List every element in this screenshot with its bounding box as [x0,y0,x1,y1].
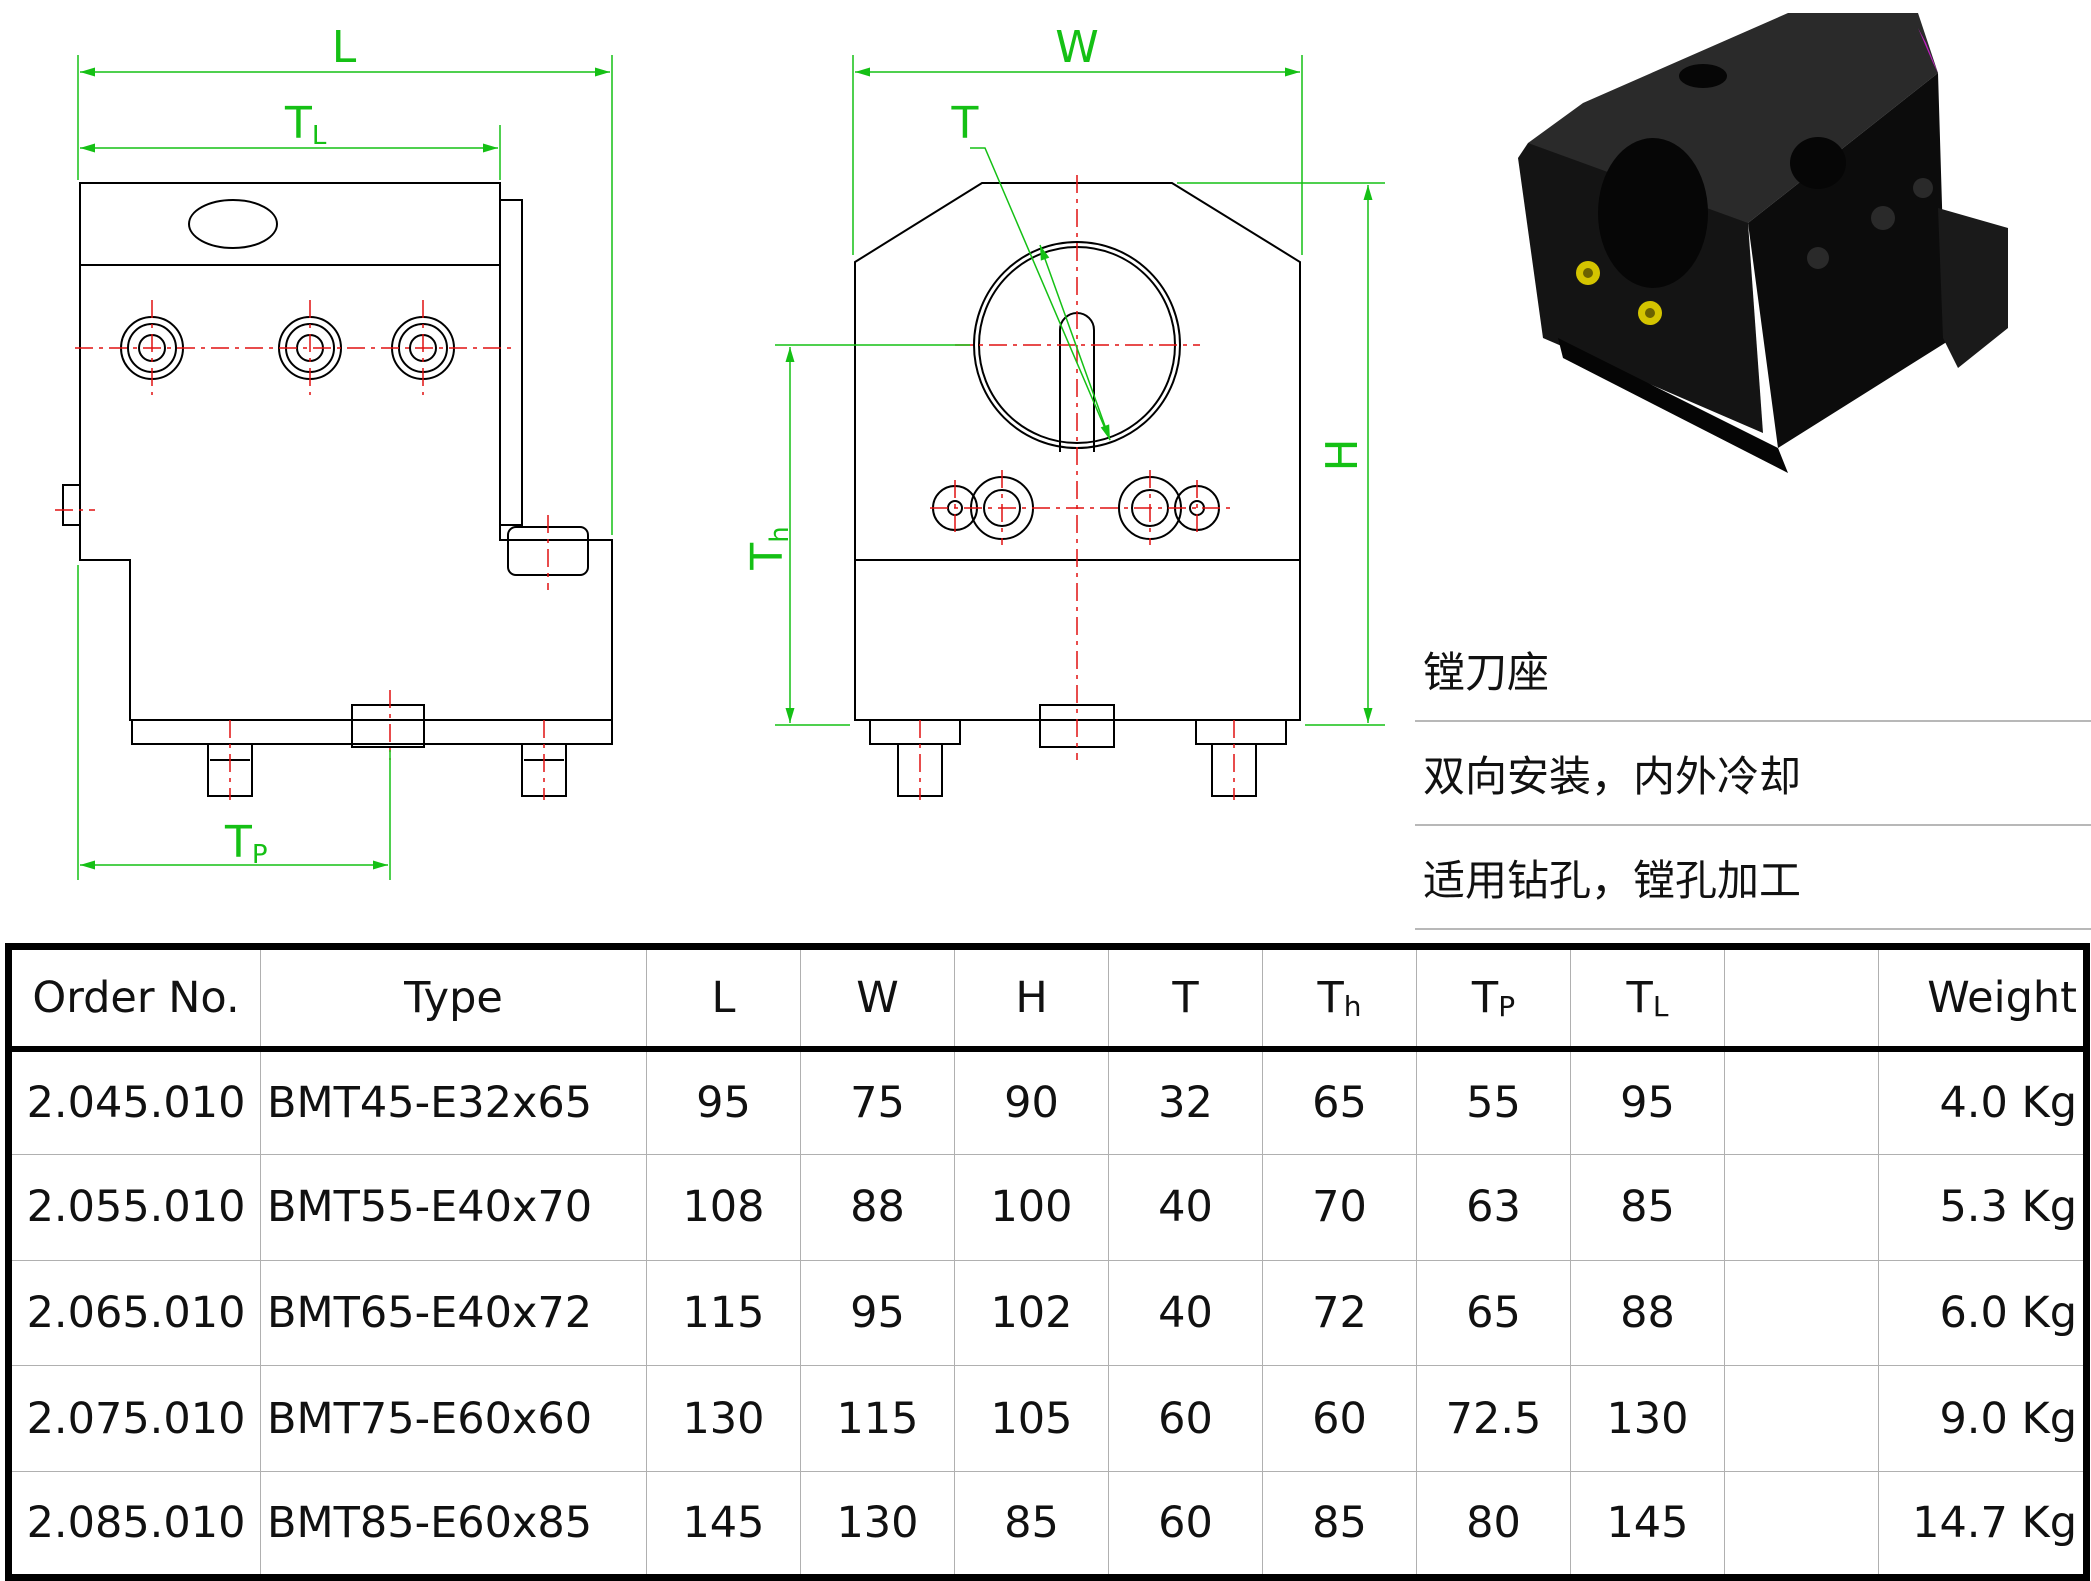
product-description: 镗刀座 双向安装，内外冷却 适用钻孔，镗孔加工 [1415,618,2091,930]
product-feature-1: 双向安装，内外冷却 [1415,722,2091,826]
cell-H: 100 [954,1153,1109,1261]
cell-TL: 95 [1570,1048,1725,1155]
header-order-no: Order No. [8,946,261,1052]
cell-order-no: 2.085.010 [8,1471,261,1578]
cell-type: BMT45-E32x65 [260,1048,647,1155]
cell-W: 95 [800,1259,955,1367]
header-W: W [800,946,955,1052]
cell-blank [1724,1365,1879,1473]
cell-type: BMT75-E60x60 [260,1365,647,1473]
cell-blank [1724,1048,1879,1155]
cell-T: 40 [1108,1153,1263,1261]
cell-Th: 85 [1262,1471,1417,1578]
cell-blank [1724,1259,1879,1367]
cell-Tp: 72.5 [1416,1365,1571,1473]
front-view-centerlines [919,175,1235,800]
cell-T: 60 [1108,1471,1263,1578]
cell-order-no: 2.045.010 [8,1048,261,1155]
cell-T: 32 [1108,1048,1263,1155]
dim-label-T: T [951,98,979,149]
cell-L: 145 [646,1471,801,1578]
table-row: 2.065.010 BMT65-E40x72 115 95 102 40 72 … [8,1259,2087,1367]
cell-order-no: 2.055.010 [8,1153,261,1261]
cell-T: 40 [1108,1259,1263,1367]
cell-weight: 5.3 Kg [1878,1153,2087,1261]
cell-blank [1724,1153,1879,1261]
cell-Tp: 65 [1416,1259,1571,1367]
header-H: H [954,946,1109,1052]
cell-type: BMT55-E40x70 [260,1153,647,1261]
table-row: 2.055.010 BMT55-E40x70 108 88 100 40 70 … [8,1153,2087,1261]
header-blank [1724,946,1879,1052]
cell-order-no: 2.065.010 [8,1259,261,1367]
cell-W: 88 [800,1153,955,1261]
cell-L: 130 [646,1365,801,1473]
table-row: 2.085.010 BMT85-E60x85 145 130 85 60 85 … [8,1471,2087,1578]
header-L: L [646,946,801,1052]
technical-drawings: L TL TP [55,22,1385,880]
cell-type: BMT65-E40x72 [260,1259,647,1367]
front-view-dimensions [775,55,1385,726]
cell-type: BMT85-E60x85 [260,1471,647,1578]
spec-table: Order No. Type L W H T Th TP TL Weight 2… [5,943,2090,1581]
cell-W: 115 [800,1365,955,1473]
cell-weight: 4.0 Kg [1878,1048,2087,1155]
cell-Th: 70 [1262,1153,1417,1261]
cell-Th: 72 [1262,1259,1417,1367]
cell-H: 102 [954,1259,1109,1367]
cell-blank [1724,1471,1879,1578]
cell-TL: 145 [1570,1471,1725,1578]
cell-Tp: 55 [1416,1048,1571,1155]
cell-T: 60 [1108,1365,1263,1473]
cell-TL: 88 [1570,1259,1725,1367]
side-view-dimensions [77,55,613,880]
cell-TL: 85 [1570,1153,1725,1261]
cell-Th: 65 [1262,1048,1417,1155]
cell-W: 130 [800,1471,955,1578]
header-T: T [1108,946,1263,1052]
table-row: 2.045.010 BMT45-E32x65 95 75 90 32 65 55… [8,1048,2087,1155]
table-row: 2.075.010 BMT75-E60x60 130 115 105 60 60… [8,1365,2087,1473]
cell-H: 105 [954,1365,1109,1473]
cell-L: 115 [646,1259,801,1367]
cell-L: 108 [646,1153,801,1261]
header-TL: TL [1570,946,1725,1052]
side-view-drawing [62,182,613,797]
cell-H: 85 [954,1471,1109,1578]
dim-label-L: L [332,22,357,73]
header-Th: Th [1262,946,1417,1052]
dim-label-Th: Th [742,526,795,570]
cell-W: 75 [800,1048,955,1155]
cell-TL: 130 [1570,1365,1725,1473]
cell-Tp: 63 [1416,1153,1571,1261]
table-header-row: Order No. Type L W H T Th TP TL Weight [8,946,2087,1052]
tool-holder-photo [1518,13,2008,473]
cell-weight: 6.0 Kg [1878,1259,2087,1367]
cell-L: 95 [646,1048,801,1155]
cell-Th: 60 [1262,1365,1417,1473]
header-type: Type [260,946,647,1052]
dim-label-TL: TL [284,98,327,151]
header-Tp: TP [1416,946,1571,1052]
cell-Tp: 80 [1416,1471,1571,1578]
cell-weight: 14.7 Kg [1878,1471,2087,1578]
side-view-centerlines [55,300,549,800]
header-weight: Weight [1878,946,2087,1052]
product-feature-2: 适用钻孔，镗孔加工 [1415,826,2091,930]
dim-label-W: W [1055,22,1099,73]
cell-weight: 9.0 Kg [1878,1365,2087,1473]
cell-order-no: 2.075.010 [8,1365,261,1473]
dim-label-H: H [1317,438,1368,471]
product-name: 镗刀座 [1415,618,2091,722]
cell-H: 90 [954,1048,1109,1155]
dim-label-TP: TP [224,817,268,870]
